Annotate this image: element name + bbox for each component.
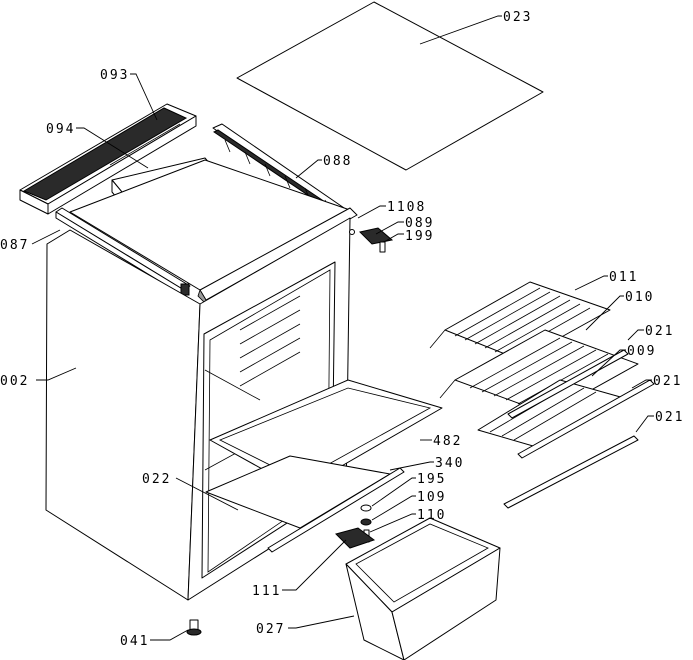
label-094: 094 — [46, 122, 75, 137]
label-010: 010 — [625, 290, 654, 305]
label-089: 089 — [405, 216, 434, 231]
label-002: 002 — [0, 374, 29, 389]
label-027: 027 — [256, 622, 285, 637]
label-340: 340 — [435, 456, 464, 471]
label-041: 041 — [120, 634, 149, 649]
leader-lines — [31, 15, 654, 641]
part-195-washer — [360, 504, 372, 512]
label-021-mid: 021 — [653, 374, 682, 389]
part-111-bottom-hinge — [335, 527, 376, 549]
part-199-screw — [379, 241, 386, 253]
label-482: 482 — [433, 434, 462, 449]
label-021-top: 021 — [645, 324, 674, 339]
label-021-bottom: 021 — [655, 410, 684, 425]
label-023: 023 — [503, 10, 532, 25]
part-041-foot — [186, 619, 202, 636]
label-199: 199 — [405, 229, 434, 244]
label-1108: 1108 — [387, 200, 426, 215]
cabinet-top-lid — [69, 159, 358, 305]
label-009: 009 — [627, 344, 656, 359]
label-109: 109 — [417, 490, 446, 505]
label-195: 195 — [417, 472, 446, 487]
part-labels: 023 093 094 088 1108 089 199 087 011 010… — [0, 10, 684, 649]
part-021-shelf-guard-mid — [517, 379, 655, 459]
part-027-crisper-drawer — [345, 517, 501, 660]
label-111: 111 — [252, 584, 281, 599]
part-023-top-plate — [236, 1, 544, 171]
part-087-front-strip — [55, 207, 191, 297]
label-088: 088 — [323, 154, 352, 169]
label-011: 011 — [609, 270, 638, 285]
part-093-top-frame — [19, 103, 197, 215]
part-340-bottom-strip — [267, 467, 405, 553]
part-109-washer — [360, 518, 372, 526]
label-110: 110 — [417, 508, 446, 523]
part-021-shelf-guard-bottom — [503, 435, 639, 509]
label-087: 087 — [0, 238, 29, 253]
label-093: 093 — [100, 68, 129, 83]
part-089-hinge — [349, 227, 394, 245]
label-022: 022 — [142, 472, 171, 487]
part-021-shelf-guard-top — [507, 349, 629, 419]
